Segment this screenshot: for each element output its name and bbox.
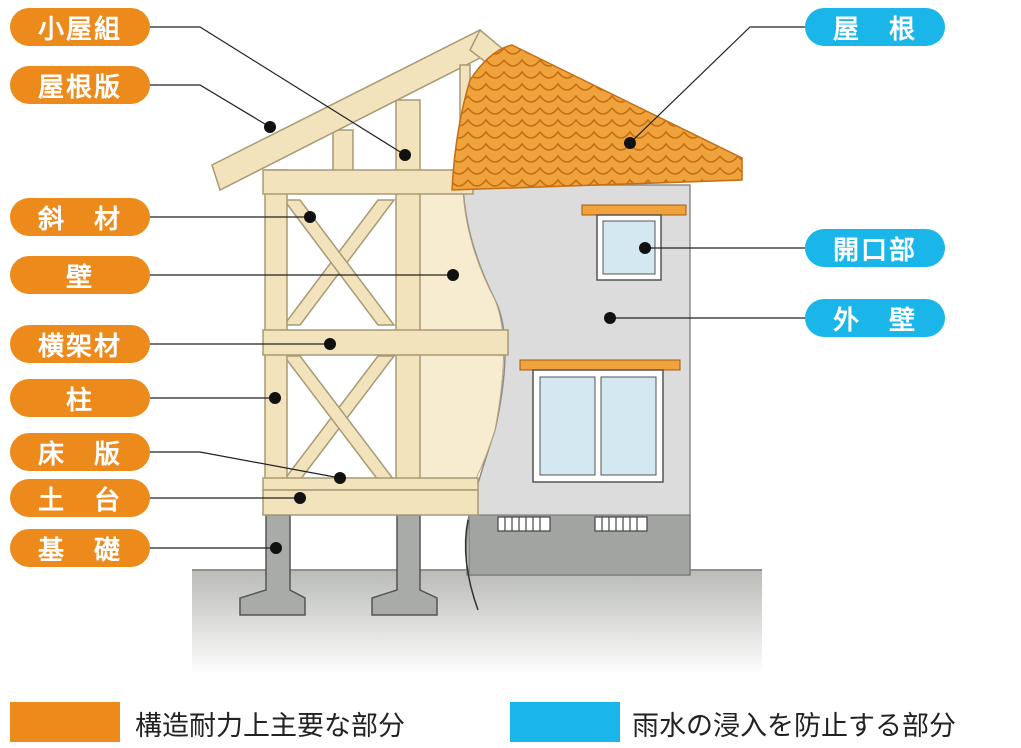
legend-text-waterproof: 雨水の浸入を防止する部分	[632, 711, 956, 742]
legend-swatch-waterproof	[510, 702, 620, 742]
label-yokokazai: 横架材	[10, 325, 150, 363]
legend-swatch-structural	[10, 702, 120, 742]
lower-window	[519, 359, 681, 483]
roof-tiles	[451, 44, 743, 191]
label-yaneban: 屋根版	[10, 66, 150, 104]
label-kabe: 壁	[10, 256, 150, 294]
label-kiso: 基 礎	[10, 529, 150, 567]
label-yane: 屋 根	[805, 8, 945, 46]
wall-cut-line	[464, 519, 479, 611]
label-gaiheki: 外 壁	[805, 299, 945, 337]
label-kaikoubu: 開口部	[805, 229, 945, 267]
label-hashira: 柱	[10, 379, 150, 417]
legend-text-structural: 構造耐力上主要な部分	[135, 711, 405, 742]
foundation-piers	[239, 514, 438, 616]
label-yukaban: 床 版	[10, 433, 150, 471]
timber-frame	[211, 28, 512, 516]
label-shazai: 斜 材	[10, 198, 150, 236]
leader-dots	[264, 121, 651, 554]
label-dodai: 土 台	[10, 479, 150, 517]
leader-lines	[150, 26, 808, 549]
label-koyagumi: 小屋組	[10, 8, 150, 46]
